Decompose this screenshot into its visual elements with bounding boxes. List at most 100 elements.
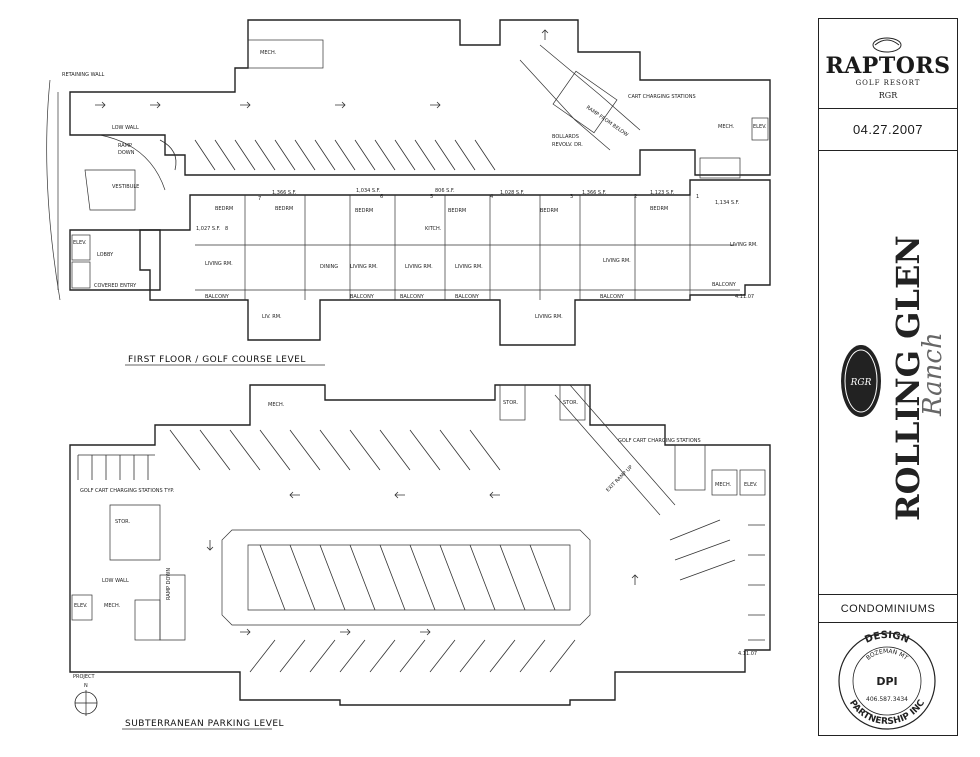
- rolling-glen-monogram: RGR: [850, 378, 872, 388]
- label-date-mark-1: 4.11.07: [735, 294, 754, 300]
- north-arrow-project: PROJECT: [73, 674, 96, 680]
- date-cell: 04.27.2007: [819, 109, 957, 151]
- label-living-rm-3: LIVING RM.: [405, 264, 433, 270]
- label-balcony-6: BALCONY: [712, 282, 737, 288]
- sub-label-golf-cart-typ: GOLF CART CHARGING STATIONS TYP.: [80, 488, 175, 494]
- first-floor-labels: MECH. RETAINING WALL LOW WALL RAMP DOWN …: [62, 50, 767, 366]
- unit-number-7: 7: [258, 196, 261, 202]
- label-elev: ELEV.: [73, 240, 87, 246]
- label-bedrm-4: BEDRM: [448, 208, 466, 214]
- title-block: RAPTORS GOLF RESORT RGR 04.27.2007 RGR R…: [818, 18, 958, 736]
- subterranean-plan: [69, 384, 771, 706]
- unit-area-5: 1,028 S.F.: [500, 190, 525, 196]
- label-bedrm-5: BEDRM: [540, 208, 558, 214]
- unit-number-3: 3: [570, 194, 573, 200]
- dpi-seal-icon: DESIGN PARTNERSHIP INC BOZEMAN MT DPI 40…: [838, 630, 936, 730]
- label-kitch: KITCH.: [425, 226, 442, 232]
- first-floor-plan: [46, 19, 771, 346]
- project-script: Ranch: [918, 332, 948, 417]
- svg-text:DESIGN: DESIGN: [863, 630, 910, 646]
- firm-city: BOZEMAN MT: [865, 648, 909, 662]
- label-balcony-4: BALCONY: [455, 294, 480, 300]
- sheet-title: CONDOMINIUMS: [840, 602, 936, 615]
- unit-area-1: 1,027 S.F.: [196, 226, 221, 232]
- rolling-glen-emblem-icon: RGR ROLLING GLEN Ranch: [841, 235, 948, 521]
- sub-label-stor-2: STOR.: [563, 400, 578, 406]
- unit-number-1: 1: [696, 194, 699, 200]
- label-bollards: BOLLARDS: [552, 134, 579, 140]
- unit-area-4: 806 S.F.: [435, 188, 455, 194]
- rolling-glen-logo: RGR ROLLING GLEN Ranch: [819, 151, 957, 595]
- raptors-brand: RAPTORS: [825, 53, 951, 79]
- north-arrow-n: N: [84, 683, 88, 689]
- raptors-bird-icon: [872, 37, 902, 53]
- unit-number-5: 5: [430, 194, 433, 200]
- sub-label-ramp-down: RAMP DOWN: [166, 568, 172, 600]
- raptors-logo: RAPTORS GOLF RESORT RGR: [819, 19, 957, 109]
- sub-label-mech: MECH.: [268, 402, 285, 408]
- svg-text:BOZEMAN MT: BOZEMAN MT: [865, 648, 909, 662]
- north-arrow: PROJECT N: [73, 674, 98, 716]
- firm-name-top: DESIGN: [863, 630, 910, 646]
- label-living-rm-6: LIVING RM.: [730, 242, 758, 248]
- island-parking-stalls: [259, 544, 556, 611]
- subterranean-labels: MECH. STOR. STOR. GOLF CART CHARGING STA…: [74, 400, 758, 730]
- unit-area-3: 1,034 S.F.: [356, 188, 381, 194]
- unit-area-7: 1,123 S.F.: [650, 190, 675, 196]
- project-name: ROLLING GLEN: [889, 235, 927, 521]
- raptors-brand-sub: GOLF RESORT: [855, 79, 921, 87]
- sub-label-golf-cart: GOLF CART CHARGING STATIONS: [618, 438, 701, 444]
- unit-area-6: 1,366 S.F.: [582, 190, 607, 196]
- label-balcony-5: BALCONY: [600, 294, 625, 300]
- unit-number-4: 4: [490, 194, 493, 200]
- label-living-rm-5: LIVING RM.: [603, 258, 631, 264]
- subterranean-traffic-arrows: [206, 491, 639, 636]
- label-elev-east: ELEV.: [753, 124, 767, 130]
- label-mech: MECH.: [260, 50, 277, 56]
- label-cart-charging: CART CHARGING STATIONS: [628, 94, 696, 100]
- sub-label-mech-east: MECH.: [715, 482, 732, 488]
- label-bedrm-6: BEDRM: [650, 206, 668, 212]
- label-low-wall: LOW WALL: [112, 125, 139, 131]
- label-balcony-1: BALCONY: [205, 294, 230, 300]
- label-liv-rm: LIV. RM.: [262, 314, 282, 320]
- label-covered-entry: COVERED ENTRY: [94, 283, 137, 289]
- first-floor-traffic-arrows: [95, 29, 549, 109]
- label-lobby: LOBBY: [97, 252, 114, 258]
- first-floor-parking-stalls: [159, 139, 496, 171]
- unit-number-8: 8: [225, 226, 228, 232]
- raptors-monogram: RGR: [878, 91, 898, 100]
- label-living-rm-2: LIVING RM.: [350, 264, 378, 270]
- south-parking-stalls: [249, 639, 576, 673]
- sub-label-low-wall: LOW WALL: [102, 578, 129, 584]
- firm-seal: DESIGN PARTNERSHIP INC BOZEMAN MT DPI 40…: [819, 623, 957, 735]
- label-mech-east: MECH.: [718, 124, 735, 130]
- label-living-rm-south: LIVING RM.: [535, 314, 563, 320]
- label-balcony-2: BALCONY: [350, 294, 375, 300]
- subterranean-title: SUBTERRANEAN PARKING LEVEL: [125, 719, 284, 729]
- label-bedrm-2: BEDRM: [275, 206, 293, 212]
- label-ramp: RAMP: [118, 143, 132, 149]
- floor-plan-drawings: MECH. RETAINING WALL LOW WALL RAMP DOWN …: [46, 19, 771, 730]
- first-floor-title: FIRST FLOOR / GOLF COURSE LEVEL: [128, 355, 306, 365]
- label-dining: DINING: [320, 264, 338, 270]
- sub-label-elev-west: ELEV.: [74, 603, 88, 609]
- north-parking-stalls: [169, 429, 501, 471]
- label-balcony-3: BALCONY: [400, 294, 425, 300]
- unit-area-2: 1,366 S.F.: [272, 190, 297, 196]
- firm-phone: 406.587.3434: [866, 696, 908, 703]
- sub-label-elev-east: ELEV.: [744, 482, 758, 488]
- label-living-rm-4: LIVING RM.: [455, 264, 483, 270]
- sub-label-mech-west: MECH.: [104, 603, 121, 609]
- unit-number-6: 6: [380, 194, 383, 200]
- label-bedrm: BEDRM: [215, 206, 233, 212]
- label-revolv-dr: REVOLV. DR.: [552, 142, 583, 148]
- label-bedrm-3: BEDRM: [355, 208, 373, 214]
- sub-label-stor-3: STOR.: [115, 519, 130, 525]
- drawing-date: 04.27.2007: [852, 122, 924, 137]
- label-retaining-wall: RETAINING WALL: [62, 72, 104, 78]
- sub-label-date-mark: 4.11.07: [738, 651, 757, 657]
- unit-number-2: 2: [634, 194, 637, 200]
- sub-label-stor-1: STOR.: [503, 400, 518, 406]
- label-down: DOWN: [118, 150, 135, 156]
